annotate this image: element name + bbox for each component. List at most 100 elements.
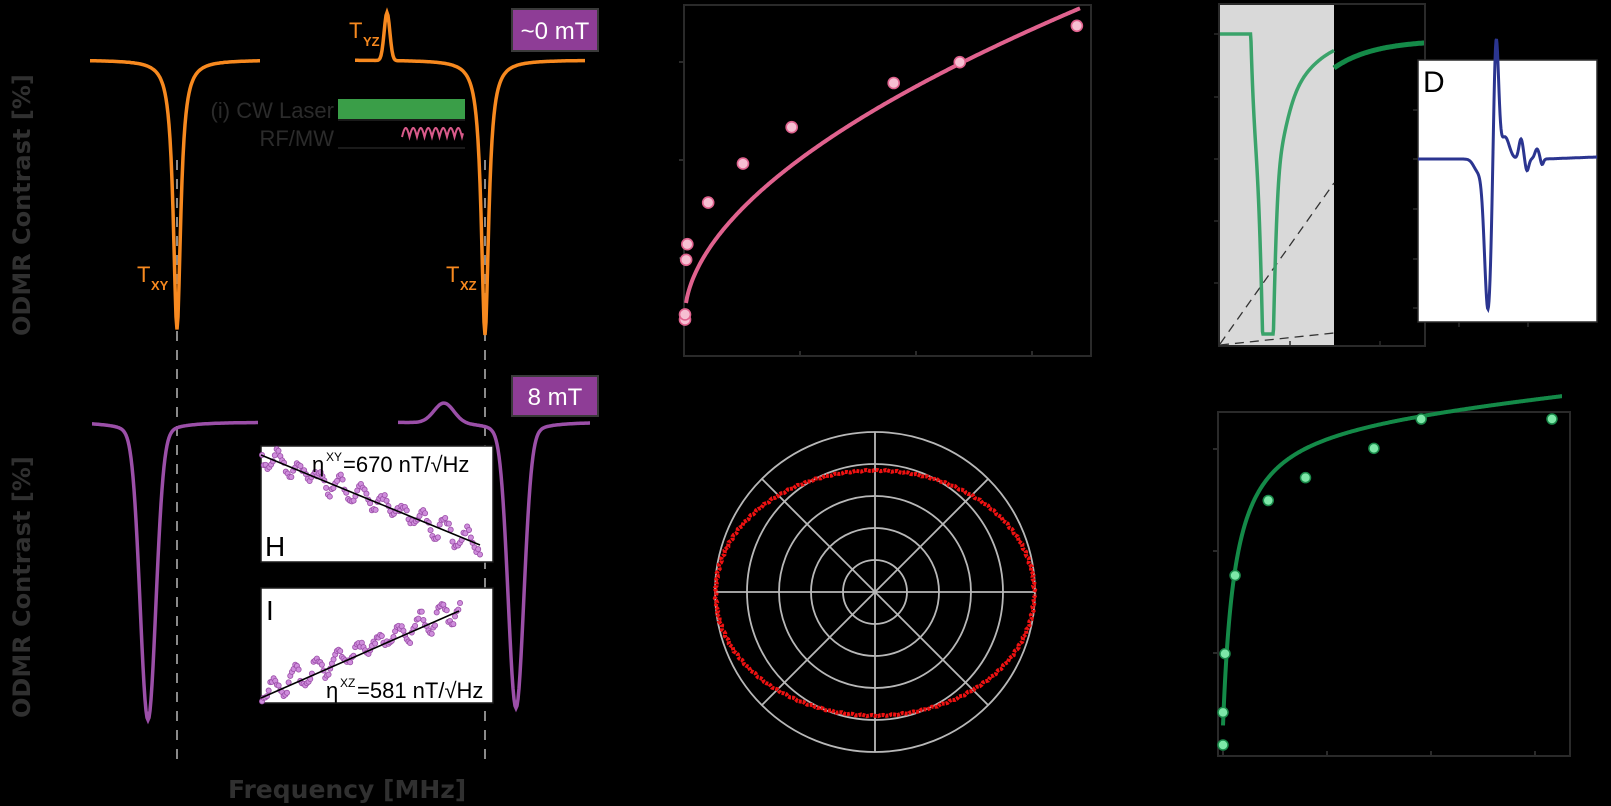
inset-h-point bbox=[476, 551, 483, 558]
inset-h-point bbox=[339, 476, 346, 483]
inset-i-point bbox=[450, 621, 457, 628]
pink-data-point bbox=[681, 237, 694, 251]
inset-i-point bbox=[433, 609, 440, 616]
odmr-x-axis-label: Frequency [MHz] bbox=[228, 775, 466, 804]
pink-data-point bbox=[736, 157, 750, 170]
field-badge-8mt-text: 8 mT bbox=[528, 384, 583, 411]
label-txz-sub: XZ bbox=[460, 278, 477, 293]
green-saturation-chart bbox=[1213, 394, 1571, 757]
inset-h-point bbox=[445, 520, 452, 527]
odmr-trace-0mt-right bbox=[355, 7, 585, 336]
label-txz: T bbox=[446, 262, 459, 287]
inset-h: H η XY =670 nT/√Hz bbox=[258, 445, 494, 563]
inset-h-fit-line bbox=[260, 454, 481, 546]
inset-h-point bbox=[466, 526, 473, 533]
inset-h-point bbox=[383, 497, 390, 504]
inset-i-point bbox=[318, 661, 325, 668]
odmr-trace-8mt-left bbox=[92, 420, 258, 725]
pink-chart-frame bbox=[683, 4, 1092, 357]
polar-grid bbox=[714, 431, 1036, 753]
field-badge-0mt: ~0 mT bbox=[511, 8, 599, 52]
dashed-ref-line-shallow bbox=[1219, 332, 1335, 346]
inset-h-point bbox=[475, 546, 482, 553]
inset-i-point bbox=[452, 613, 459, 620]
pink-data-point bbox=[785, 120, 798, 134]
pink-data-point bbox=[679, 253, 693, 267]
green-signal-trace-tail bbox=[1332, 40, 1424, 71]
inset-i-fit-line bbox=[260, 610, 460, 699]
pink-scatter-chart bbox=[678, 4, 1092, 357]
inset-h-point bbox=[363, 490, 370, 497]
green-signal-trace bbox=[1220, 32, 1335, 336]
pulse-sequence: (i) CW Laser RF/MW bbox=[211, 98, 465, 151]
rf-mw-label: RF/MW bbox=[259, 126, 334, 151]
inset-h-point bbox=[427, 527, 434, 534]
inset-i-point bbox=[412, 622, 419, 629]
green-data-point bbox=[1217, 739, 1229, 751]
inset-i-point bbox=[325, 671, 332, 678]
inset-h-eta-sup: XY bbox=[326, 450, 342, 464]
label-tyz: T bbox=[349, 18, 362, 43]
green-data-point bbox=[1368, 442, 1380, 455]
inset-i-data-points bbox=[258, 600, 463, 705]
green-saturation-ticks bbox=[1213, 448, 1536, 756]
inset-h-data-points bbox=[258, 446, 483, 558]
inset-h-point bbox=[442, 514, 449, 521]
green-data-point bbox=[1299, 471, 1312, 484]
inset-i-point bbox=[432, 622, 439, 629]
field-badge-0mt-text: ~0 mT bbox=[521, 18, 590, 45]
inset-i-point bbox=[283, 689, 290, 696]
inset-i-point bbox=[295, 666, 302, 673]
label-tyz-sub: YZ bbox=[363, 34, 380, 49]
inset-h-eta-symbol: η bbox=[312, 452, 324, 477]
inset-h-point bbox=[462, 530, 469, 537]
inset-h-point bbox=[271, 452, 278, 459]
inset-i-point bbox=[415, 615, 422, 622]
inset-h-panel-label: H bbox=[265, 531, 285, 562]
polar-data-ellipse bbox=[712, 467, 1038, 719]
odmr-y-axis-label-bottom: ODMR Contrast [%] bbox=[8, 456, 36, 718]
pink-data-point bbox=[1070, 19, 1084, 33]
inset-i-point bbox=[330, 656, 337, 663]
field-badge-8mt: 8 mT bbox=[511, 375, 599, 417]
inset-i-point bbox=[455, 606, 462, 613]
pink-data-point bbox=[678, 308, 692, 321]
inset-i-eta-symbol: η bbox=[326, 678, 338, 703]
green-data-point bbox=[1219, 647, 1231, 660]
label-txy: T bbox=[137, 262, 150, 287]
inset-h-point bbox=[323, 484, 330, 491]
inset-d-panel-label: D bbox=[1423, 66, 1445, 99]
inset-h-point bbox=[467, 534, 474, 541]
green-data-point bbox=[1415, 413, 1427, 425]
odmr-panel: ODMR Contrast [%] ODMR Contrast [%] Freq… bbox=[8, 7, 599, 804]
odmr-trace-0mt-left bbox=[90, 58, 260, 330]
inset-i-panel-label: I bbox=[266, 595, 274, 626]
inset-d: D bbox=[1413, 38, 1598, 327]
inset-i-point bbox=[456, 600, 463, 607]
dashed-ref-line-steep bbox=[1219, 182, 1335, 345]
inset-h-point bbox=[403, 507, 410, 514]
pink-data-point bbox=[953, 55, 967, 69]
inset-i-eta-sup: XZ bbox=[340, 676, 355, 690]
polar-plot bbox=[712, 431, 1038, 753]
inset-i-point bbox=[265, 687, 272, 694]
inset-i-point bbox=[407, 640, 414, 647]
inset-h-point bbox=[434, 534, 441, 541]
green-data-point bbox=[1546, 413, 1558, 425]
inset-i-point bbox=[443, 607, 450, 614]
inset-i-point bbox=[378, 633, 385, 640]
inset-i-point bbox=[418, 608, 425, 615]
polar-spoke bbox=[761, 478, 989, 706]
inset-h-point bbox=[334, 477, 341, 484]
inset-h-point bbox=[449, 538, 456, 545]
green-trace-chart bbox=[1214, 3, 1426, 347]
inset-h-point bbox=[275, 447, 282, 454]
shaded-window bbox=[1219, 4, 1334, 346]
label-txy-sub: XY bbox=[151, 278, 169, 293]
green-saturation-data-points bbox=[1217, 413, 1558, 751]
inset-h-point bbox=[381, 492, 388, 499]
pink-data-points bbox=[678, 19, 1084, 326]
inset-i-point bbox=[428, 630, 435, 637]
inset-i-point bbox=[337, 648, 344, 655]
odmr-y-axis-label-top: ODMR Contrast [%] bbox=[8, 74, 36, 336]
